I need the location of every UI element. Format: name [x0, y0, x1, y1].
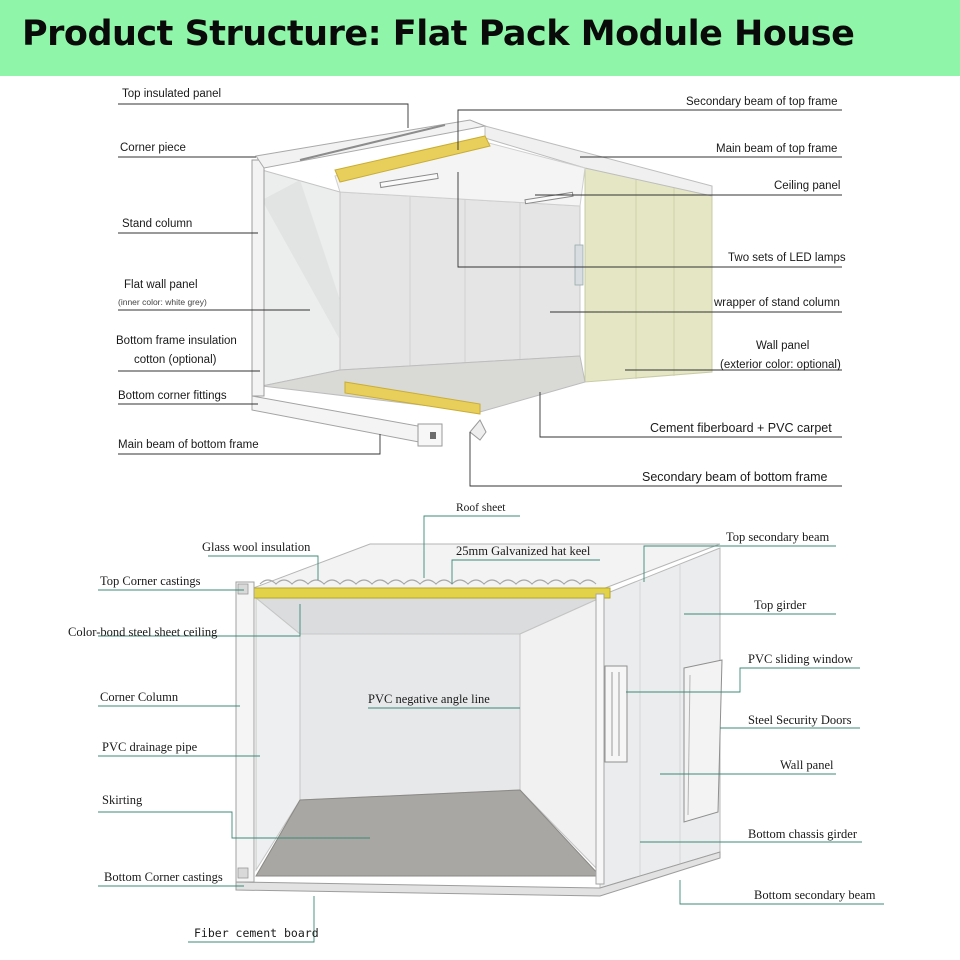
- label-top-insulated-panel: Top insulated panel: [122, 88, 222, 100]
- label-led-lamps: Two sets of LED lamps: [728, 252, 846, 264]
- label-stand-column: Stand column: [122, 218, 193, 230]
- label-roof-sheet: Roof sheet: [456, 502, 506, 514]
- label-bottom-corner-fittings: Bottom corner fittings: [118, 390, 227, 402]
- stand-column: [251, 159, 265, 397]
- label-bottom-corner-castings: Bottom Corner castings: [104, 870, 223, 884]
- container-house-illustration: [235, 543, 723, 897]
- label-bottom-frame-insulation-2: cotton (optional): [134, 354, 217, 366]
- pvc-sliding-window: [604, 665, 628, 763]
- steel-security-door: [683, 659, 723, 823]
- glass-wool-insulation: [249, 587, 611, 599]
- bottom-insulation: [344, 381, 481, 415]
- label-secondary-beam-top-frame: Secondary beam of top frame: [686, 96, 838, 108]
- label-wall-panel-note: (exterior color: optional): [720, 359, 841, 371]
- top-insulation: [334, 135, 491, 183]
- corner-column: [235, 581, 255, 883]
- back-wall: [339, 191, 581, 371]
- bottom-leader-lines: [98, 515, 884, 943]
- page-title: Product Structure: Flat Pack Module Hous…: [22, 14, 855, 54]
- fiber-cement-floor: [255, 789, 602, 877]
- back-wall-interior: [299, 633, 521, 801]
- label-pvc-drainage-pipe: PVC drainage pipe: [102, 740, 198, 754]
- label-top-secondary-beam: Top secondary beam: [726, 530, 830, 544]
- label-bottom-secondary-beam: Bottom secondary beam: [754, 888, 876, 902]
- title-banner: Product Structure: Flat Pack Module Hous…: [0, 0, 960, 76]
- label-bottom-frame-insulation: Bottom frame insulation: [116, 335, 237, 347]
- label-wrapper-stand-column: wrapper of stand column: [714, 297, 840, 309]
- label-flat-wall-panel: Flat wall panel: [124, 279, 198, 291]
- label-pvc-sliding-window: PVC sliding window: [748, 652, 853, 666]
- label-top-corner-castings: Top Corner castings: [100, 574, 201, 588]
- label-bottom-chassis-girder: Bottom chassis girder: [748, 827, 858, 841]
- label-corner-column: Corner Column: [100, 690, 179, 704]
- label-wall-panel-top: Wall panel: [756, 340, 810, 352]
- label-skirting: Skirting: [102, 793, 143, 807]
- label-top-girder: Top girder: [754, 598, 807, 612]
- flat-pack-module-illustration: [251, 119, 713, 447]
- bottom-chassis: [235, 851, 721, 897]
- label-corner-piece: Corner piece: [120, 142, 186, 154]
- label-steel-security-doors: Steel Security Doors: [748, 713, 852, 727]
- label-ceiling-panel: Ceiling panel: [774, 180, 841, 192]
- label-cement-fiberboard: Cement fiberboard + PVC carpet: [650, 421, 832, 435]
- diagram-artwork: [98, 103, 884, 943]
- label-main-beam-top-frame: Main beam of top frame: [716, 143, 838, 155]
- label-glass-wool-insulation: Glass wool insulation: [202, 540, 311, 554]
- label-flat-wall-panel-note: (inner color: white grey): [118, 297, 207, 307]
- label-galvanized-hat-keel: 25mm Galvanized hat keel: [456, 544, 591, 558]
- top-leader-lines: [118, 103, 842, 487]
- label-secondary-beam-bottom-frame: Secondary beam of bottom frame: [642, 470, 828, 484]
- exterior-wall-panel: [584, 167, 713, 383]
- label-pvc-negative-angle-line: PVC negative angle line: [368, 692, 490, 706]
- label-wall-panel-bottom: Wall panel: [780, 758, 834, 772]
- label-main-beam-bottom-frame: Main beam of bottom frame: [118, 439, 259, 451]
- label-fiber-cement-board: Fiber cement board: [194, 926, 319, 940]
- led-lamp: [379, 172, 439, 189]
- label-color-bond-ceiling: Color-bond steel sheet ceiling: [68, 625, 218, 639]
